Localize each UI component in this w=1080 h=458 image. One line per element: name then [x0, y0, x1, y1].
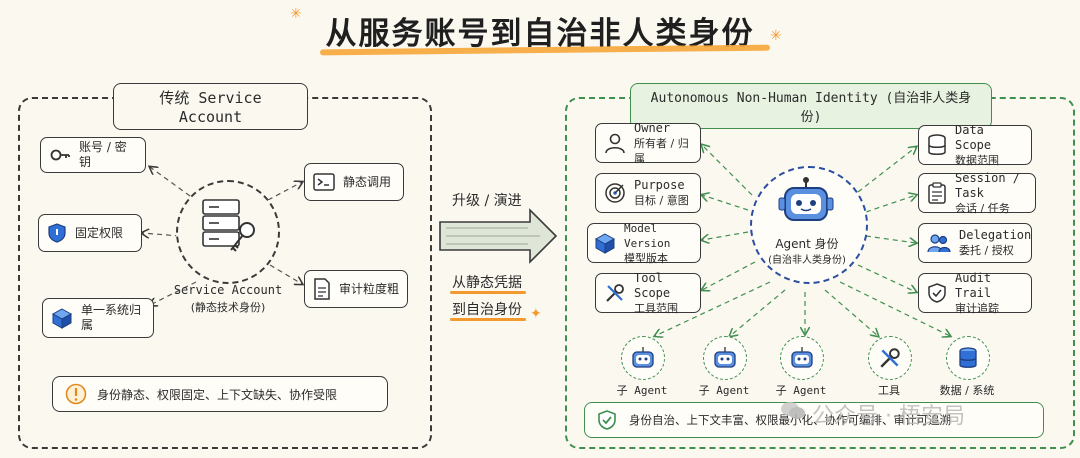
terminal-icon [313, 173, 335, 191]
document-icon [313, 278, 331, 300]
transition-bottom-label-1: 从静态凭据 [452, 275, 522, 291]
shield-icon [47, 222, 67, 244]
agent-identity-sublabel: (自治非人类身份) [768, 255, 846, 266]
data-system-node [946, 336, 990, 380]
sub-agent-label: 子 Agent [616, 384, 668, 397]
watermark: 公众号 · 梧安局 [780, 398, 965, 430]
transition-bottom-label-2: 到自治身份 [452, 302, 522, 318]
robot-icon [777, 176, 835, 230]
cube-icon [594, 232, 616, 254]
data-system-label: 数据 / 系统 [939, 384, 995, 397]
database-icon [959, 347, 977, 368]
sparkle-icon: ✳ [770, 28, 782, 44]
tools-icon [880, 348, 900, 368]
service-account-sublabel: (静态技术身份) [190, 301, 266, 314]
clipboard-icon [927, 182, 947, 204]
right-panel-tag: Autonomous Non-Human Identity (自治非人类身份) [630, 83, 992, 129]
robot-icon [632, 347, 654, 368]
shield-check-icon [597, 409, 617, 431]
sub-agent-node [703, 336, 747, 380]
audit-coarse-box: 审计粒度粗 [304, 270, 408, 308]
transition-top-label: 升级 / 演进 [452, 193, 522, 209]
robot-icon [791, 347, 813, 368]
tool-label: 工具 [878, 384, 900, 397]
sub-agent-label: 子 Agent [775, 384, 827, 397]
warning-icon [65, 383, 87, 405]
shield-check-icon [927, 282, 947, 304]
single-system-box: 单一系统归属 [42, 298, 154, 338]
database-icon [927, 134, 947, 156]
sub-agent-label: 子 Agent [698, 384, 750, 397]
sub-agent-node [780, 336, 824, 380]
users-icon [927, 232, 951, 254]
target-icon [604, 182, 626, 204]
account-key-box: 账号 / 密钥 [40, 137, 146, 173]
key-icon [49, 144, 71, 166]
highlight-underline [450, 291, 526, 294]
right-summary-bar: 身份自治、上下文丰富、权限最小化、协作可编排、审计可追溯 [584, 402, 1044, 438]
left-summary-bar: 身份静态、权限固定、上下文缺失、协作受限 [52, 376, 388, 412]
tool-node [868, 336, 912, 380]
agent-identity-circle [750, 166, 868, 284]
fixed-permission-box: 固定权限 [38, 214, 142, 252]
left-panel-tag: 传统 Service Account [113, 83, 308, 130]
highlight-underline [450, 318, 526, 321]
agent-identity-label: Agent 身份 [775, 237, 839, 251]
server-key-icon [197, 196, 261, 256]
cube-icon [51, 307, 73, 329]
tools-icon [604, 282, 626, 304]
sub-agent-node [621, 336, 665, 380]
wechat-icon [780, 400, 806, 428]
sparkle-icon: ✳ [290, 6, 302, 22]
service-account-label: Service Account [173, 283, 283, 297]
sparkle-icon: ✦ [530, 306, 542, 322]
person-icon [604, 132, 626, 154]
static-call-box: 静态调用 [304, 163, 404, 201]
robot-icon [714, 347, 736, 368]
